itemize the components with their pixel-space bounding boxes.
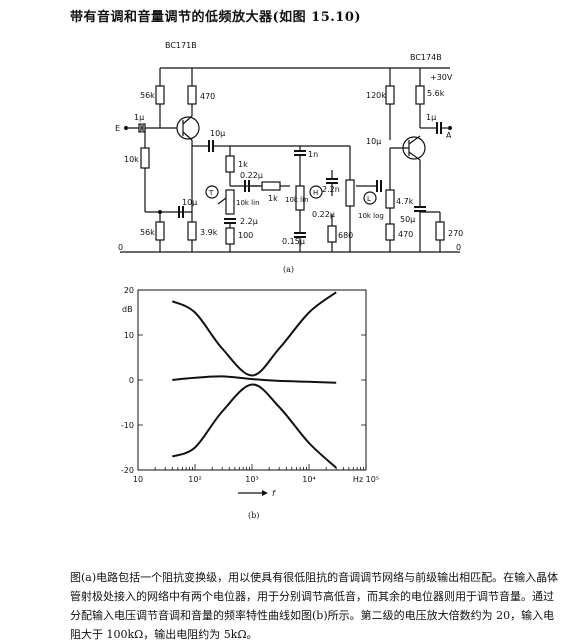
y-tick-label: 10 [124,331,134,340]
r680-label: 680 [338,231,353,240]
c015-label: 0.15μ [282,237,305,246]
x-tick-label: 10² [188,475,201,484]
pot-t-label: T [208,189,214,197]
r1k-a-label: 1k [238,160,248,169]
r56k-top-label: 56k [140,91,155,100]
arrow-head [262,490,268,496]
circuit-caption: (a) [283,265,294,274]
r10k-left-label: 10k [124,155,139,164]
c1n-label: 1n [308,150,318,159]
pot-t-value: 10k lin [236,199,260,207]
y-tick-label: 0 [129,376,134,385]
x-tick-label: 10⁴ [302,475,315,484]
c022-b-label: 0.22μ [312,210,335,219]
y-tick-label: 20 [124,286,134,295]
supply-label: +30V [430,73,453,82]
x-tick-label: 10³ [245,475,258,484]
c10u-a-label: 10μ [210,129,225,138]
x-tick-label: Hz 10⁵ [353,475,379,484]
r120k-label: 120k [366,91,386,100]
ground-left-label: 0 [118,243,123,252]
r100-label: 100 [238,231,253,240]
series-curve-2 [172,375,337,384]
pot-l-label: L [367,195,371,203]
series-curve-1 [171,291,337,377]
page-title: 带有音调和音量调节的低频放大器(如图 15.10) [70,10,362,25]
circuit-diagram: BC171B BC174B +30V 1μ E 56k 470 10μ [115,41,463,274]
y-tick-label: -10 [121,421,134,430]
x-axis-label: f [272,489,276,498]
c10u-c-label: 10μ [366,137,381,146]
pot-l-value: 10k log [358,212,384,220]
series-curve-3 [171,383,337,469]
output-label: A [446,131,452,140]
description-text: 图(a)电路包括一个阻抗变换级，用以使具有很低阻抗的音调调节网络与前级输出相匹配… [70,568,560,644]
c22n-label: 2.2n [322,185,340,194]
y-axis-label: dB [122,305,133,314]
r470-right-label: 470 [398,230,413,239]
x-tick-label: 10 [133,475,143,484]
r270-label: 270 [448,229,463,238]
transistor-left-label: BC171B [165,41,197,50]
r470-top-label: 470 [200,92,215,101]
transistor-right-label: BC174B [410,53,442,62]
c-in-label: 1μ [134,113,144,122]
c10u-b-label: 10μ [182,198,197,207]
r56k-right-label: 5.6k [427,89,445,98]
r39k-label: 3.9k [200,228,218,237]
y-tick-label: -20 [121,466,134,475]
description-paragraph: 图(a)电路包括一个阻抗变换级，用以使具有很低阻抗的音调调节网络与前级输出相匹配… [70,571,559,641]
r56k-bottom-label: 56k [140,228,155,237]
ground-right-label: 0 [456,243,461,252]
c-out-label: 1μ [426,113,436,122]
pot-h-label: H [313,189,318,197]
c022-a-label: 0.22μ [240,171,263,180]
frequency-response-chart: 20 10 0 -10 -20 10 10² 10³ 10⁴ Hz 10⁵ dB f (b) [121,286,379,520]
c50u-label: 50μ [400,215,415,224]
input-label: E [115,124,120,133]
r1k-b-label: 1k [268,194,278,203]
r47k-label: 4.7k [396,197,414,206]
chart-caption: (b) [248,511,259,520]
c22u-label: 2.2μ [240,217,258,226]
pot-h-value: 10k lin [285,196,309,204]
